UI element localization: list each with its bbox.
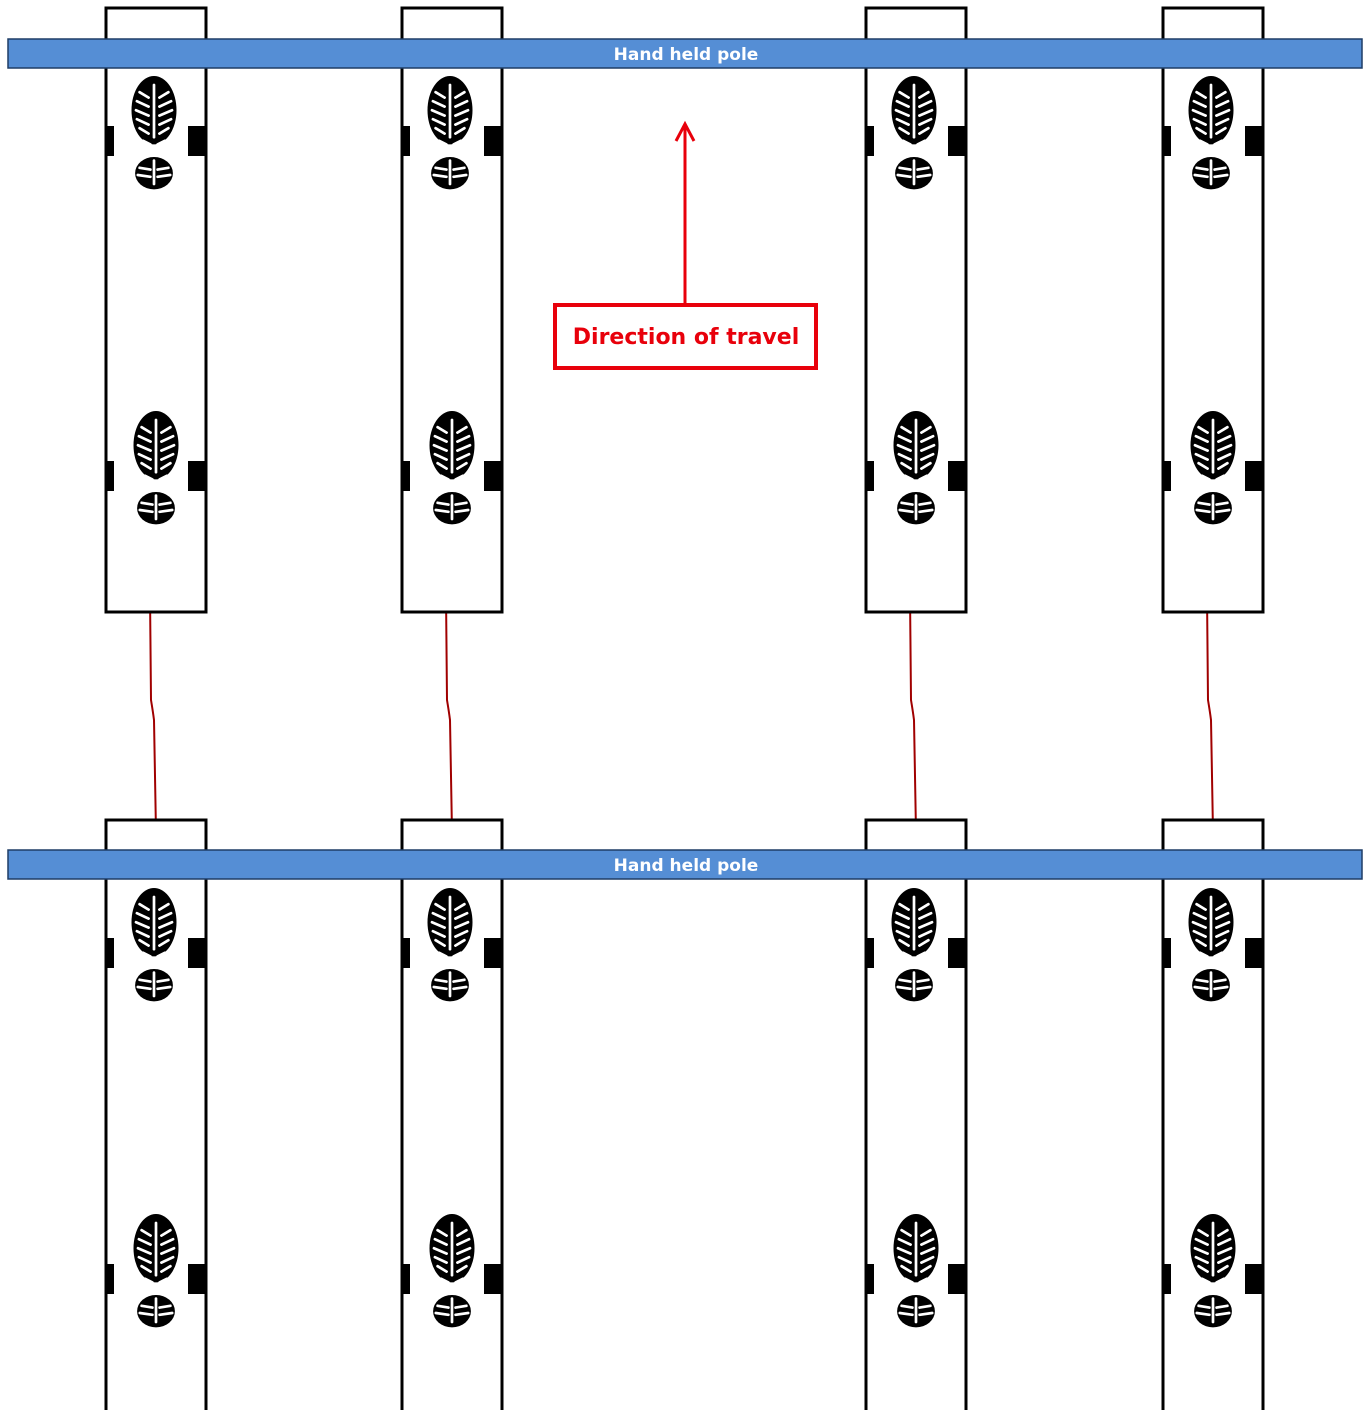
strap-left [106, 1264, 114, 1294]
boot-print-icon [1189, 1212, 1237, 1329]
tether-line [445, 593, 453, 833]
walking-board [1161, 6, 1265, 614]
walking-boards [104, 6, 1265, 1410]
tether-line [909, 593, 917, 833]
walking-board [400, 6, 504, 614]
strap-right [1245, 1264, 1263, 1294]
strap-right [1245, 126, 1263, 156]
strap-left [106, 938, 114, 968]
boot-print-icon [892, 1212, 940, 1329]
pole-bar [7, 849, 1363, 880]
tether-line [149, 593, 157, 833]
boot-print-icon [130, 886, 178, 1003]
strap-left [866, 461, 874, 491]
strap-left [1163, 461, 1171, 491]
strap-right [1245, 938, 1263, 968]
strap-right [188, 461, 206, 491]
boot-print-icon [428, 409, 476, 526]
strap-right [484, 1264, 502, 1294]
direction-box [553, 303, 818, 370]
boot-print-icon [1187, 886, 1235, 1003]
strap-right [188, 1264, 206, 1294]
strap-right [948, 1264, 966, 1294]
hand-held-pole-bottom: Hand held pole [7, 849, 1363, 880]
direction-label: Direction of travel [573, 325, 799, 350]
boot-print-icon [426, 886, 474, 1003]
boot-print-icon [890, 74, 938, 191]
hand-held-pole-top: Hand held pole [7, 38, 1363, 69]
walking-board [104, 818, 208, 1410]
strap-right [484, 126, 502, 156]
strap-left [866, 938, 874, 968]
boot-print-icon [890, 886, 938, 1003]
strap-left [402, 126, 410, 156]
strap-left [866, 126, 874, 156]
boot-print-icon [1189, 409, 1237, 526]
boot-print-icon [892, 409, 940, 526]
boot-print-icon [132, 409, 180, 526]
strap-left [402, 461, 410, 491]
strap-left [1163, 126, 1171, 156]
strap-left [402, 938, 410, 968]
strap-right [948, 938, 966, 968]
strap-right [484, 938, 502, 968]
tether-lines [149, 593, 1214, 833]
strap-right [188, 938, 206, 968]
walking-board [864, 818, 968, 1410]
strap-left [106, 461, 114, 491]
pole-label: Hand held pole [614, 856, 759, 876]
walking-board [864, 6, 968, 614]
strap-right [1245, 461, 1263, 491]
strap-left [1163, 1264, 1171, 1294]
strap-right [948, 461, 966, 491]
direction-indicator: Direction of travel [553, 120, 818, 370]
strap-right [484, 461, 502, 491]
strap-right [948, 126, 966, 156]
walking-board [104, 6, 208, 614]
boot-print-icon [426, 74, 474, 191]
strap-left [866, 1264, 874, 1294]
strap-left [1163, 938, 1171, 968]
strap-left [106, 126, 114, 156]
walking-board [1161, 818, 1265, 1410]
pole-bar [7, 38, 1363, 69]
walking-board [400, 818, 504, 1410]
strap-right [188, 126, 206, 156]
boot-print-icon [132, 1212, 180, 1329]
arrow-head [674, 120, 696, 142]
boot-print-icon [428, 1212, 476, 1329]
boot-print-icon [1187, 74, 1235, 191]
tether-line [1206, 593, 1214, 833]
strap-left [402, 1264, 410, 1294]
pole-label: Hand held pole [614, 45, 759, 65]
boot-print-icon [130, 74, 178, 191]
